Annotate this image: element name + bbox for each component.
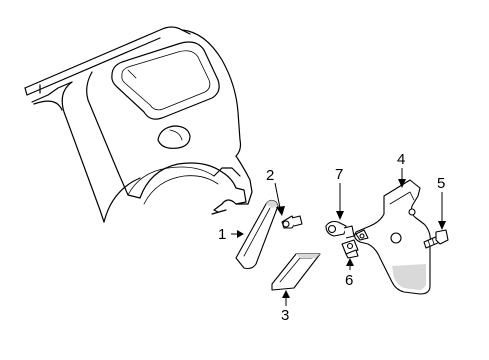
part-7-clip <box>325 220 355 239</box>
callout-1: 1 <box>218 226 226 243</box>
callout-leaders <box>231 168 446 306</box>
part-1-molding <box>235 199 279 270</box>
callout-7: 7 <box>335 166 343 183</box>
part-4-mudflap <box>354 179 431 295</box>
quarter-panel <box>24 26 253 223</box>
callout-labels: 1 2 3 4 5 6 7 <box>218 151 445 324</box>
callout-6: 6 <box>345 272 353 289</box>
callout-2: 2 <box>266 167 274 184</box>
part-2-clip <box>281 215 303 229</box>
callout-4: 4 <box>397 151 405 168</box>
callout-3: 3 <box>281 307 289 324</box>
part-3-strip <box>271 253 321 291</box>
part-5-bolt <box>423 229 449 249</box>
callout-5: 5 <box>437 175 445 192</box>
part-6-retainer <box>341 239 359 259</box>
